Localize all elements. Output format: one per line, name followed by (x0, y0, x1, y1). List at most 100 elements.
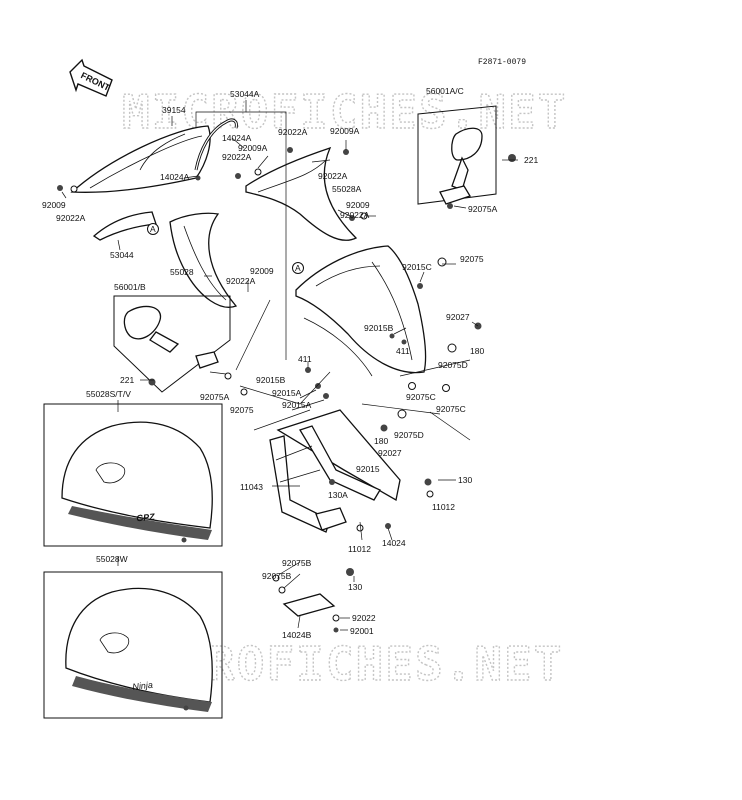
cowl-box-55028w: Ninja (43, 571, 223, 719)
cowl-box-55028stv: GPZ (43, 403, 223, 547)
callout-92015A: 92015A (282, 400, 312, 410)
ninja-decal: Ninja (132, 680, 153, 692)
clip-411-icon (305, 367, 311, 373)
callout-411: 411 (298, 354, 312, 364)
callout-92075C: 92075C (406, 392, 436, 402)
damper-92075C-icon (408, 382, 416, 390)
callout-92009: 92009 (42, 200, 66, 210)
callout-55028A: 55028A (332, 184, 362, 194)
ref-a-label: A (150, 224, 156, 234)
callout-53044: 53044 (110, 250, 134, 260)
grommet-92022-icon (332, 614, 340, 622)
callout-92015: 92015 (356, 464, 380, 474)
screw-14024A-icon (195, 175, 201, 181)
callout-92015B: 92015B (364, 323, 394, 333)
ref-a-label: A (295, 263, 301, 273)
callout-221: 221 (120, 375, 134, 385)
collar-92027-icon (447, 343, 457, 353)
damper-92075-icon (437, 257, 447, 267)
callout-labels: 53044A 39154 14024A 92022A 92009A 92009A… (42, 86, 538, 640)
callout-92022A: 92022A (278, 127, 308, 137)
bolt-92009-icon (57, 185, 63, 191)
callout-92022A: 92022A (56, 213, 86, 223)
bolt-92009A-icon (235, 173, 241, 179)
callout-92015A: 92015A (272, 388, 302, 398)
damper-92075D-icon (397, 409, 407, 419)
callout-11012: 11012 (432, 502, 455, 512)
callout-14024A: 14024A (160, 172, 190, 182)
callout-92015B: 92015B (256, 375, 286, 385)
windshield (70, 125, 211, 193)
callout-92075: 92075 (460, 254, 484, 264)
damper-92075B-icon (272, 574, 280, 582)
callout-55028: 55028 (170, 267, 194, 277)
callout-92009: 92009 (250, 266, 274, 276)
callout-92022A: 92022A (340, 210, 370, 220)
clip-411-icon (401, 339, 407, 345)
inner-panel-55028 (169, 212, 238, 308)
upper-cowl (295, 245, 427, 377)
callout-92027: 92027 (446, 312, 470, 322)
callout-92075D: 92075D (438, 360, 468, 370)
front-arrow-icon: FRONT (69, 58, 113, 97)
callout-92022A: 92022A (318, 171, 348, 181)
callout-39154: 39154 (162, 105, 186, 115)
callout-92075A: 92075A (200, 392, 230, 402)
callout-92027: 92027 (378, 448, 402, 458)
nut-92015B-icon (315, 383, 321, 389)
callout-130: 130 (458, 475, 472, 485)
callout-411: 411 (396, 346, 410, 356)
collar-11012-icon (356, 524, 364, 532)
cowl-stay-bracket (269, 409, 401, 533)
callout-180: 180 (470, 346, 484, 356)
callout-14024: 14024 (382, 538, 406, 548)
callout-92075B: 92075B (262, 571, 292, 581)
nut-92015B-icon (389, 333, 395, 339)
ref-a-circle-1: A (147, 223, 159, 235)
mirror-box-ac (417, 105, 497, 205)
callout-11012: 11012 (348, 544, 371, 554)
gpz-decal: GPZ (136, 511, 156, 523)
callout-92001: 92001 (350, 626, 374, 636)
callout-92075B: 92075B (282, 558, 312, 568)
callout-14024B: 14024B (282, 630, 312, 640)
damper-92075C-icon (442, 384, 450, 392)
collar-11012-icon (426, 490, 434, 498)
bolt-92009A-icon (287, 147, 293, 153)
callout-92022A: 92022A (222, 152, 252, 162)
bolt-92009A-icon (343, 149, 349, 155)
ref-a-circle-2: A (292, 262, 304, 274)
inner-panel-55028A (245, 146, 358, 241)
callout-92075A: 92075A (468, 204, 498, 214)
callout-92009A: 92009A (330, 126, 360, 136)
screw-14024-icon (385, 523, 391, 529)
callout-92009A: 92009A (238, 143, 268, 153)
callout-55028W: 55028W (96, 554, 128, 564)
damper-92075A-icon (224, 372, 232, 380)
callout-56001AC: 56001A/C (426, 86, 464, 96)
callout-92075: 92075 (230, 405, 254, 415)
bolt-221-icon (508, 154, 516, 162)
nut-92015C-icon (417, 283, 423, 289)
callout-180: 180 (374, 436, 388, 446)
callout-130: 130 (348, 582, 362, 592)
mirror-box-b (113, 295, 231, 393)
grommet-92022A-icon (70, 185, 78, 193)
callout-221: 221 (524, 155, 538, 165)
bolt-130A-icon (329, 479, 335, 485)
windshield-trim (92, 211, 157, 241)
callout-14024A: 14024A (222, 133, 252, 143)
bolt-180-icon (380, 424, 388, 432)
leader-lines (61, 100, 518, 631)
bolt-130-icon (346, 568, 354, 576)
callout-56001B: 56001/B (114, 282, 146, 292)
callout-92022A: 92022A (226, 276, 256, 286)
bolt-221-icon (148, 378, 156, 386)
bolt-130-icon (424, 478, 432, 486)
bolt-92009-icon (349, 215, 355, 221)
damper-92075-icon (240, 388, 248, 396)
lower-bracket-14024B (282, 593, 336, 617)
callout-55028STV: 55028S/T/V (86, 389, 131, 399)
callout-92022: 92022 (352, 613, 376, 623)
